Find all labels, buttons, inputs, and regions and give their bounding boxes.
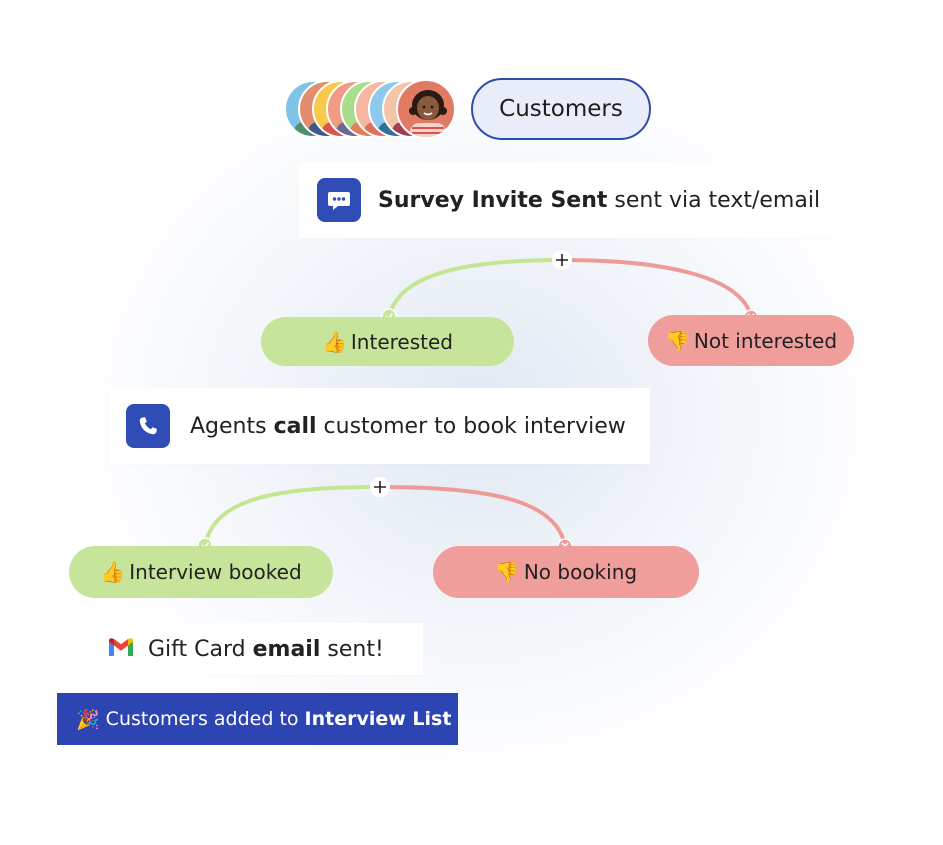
gift-card-email-card: Gift Card email sent! bbox=[92, 623, 423, 675]
party-popper-icon: 🎉 bbox=[76, 708, 100, 731]
no-booking-label: No booking bbox=[523, 560, 638, 584]
not-interested-label: Not interested bbox=[693, 328, 838, 353]
agent-call-text-bold: call bbox=[273, 413, 317, 439]
thumbs-up-icon: 👍 bbox=[322, 329, 347, 354]
banner-text: Customers added to bbox=[105, 708, 299, 730]
phone-icon bbox=[126, 404, 170, 448]
interested-pill[interactable]: 👍 Interested bbox=[261, 317, 514, 366]
avatar bbox=[396, 79, 456, 139]
gift-card-text-start: Gift Card bbox=[148, 636, 253, 662]
no-booking-pill[interactable]: 👎 No booking bbox=[433, 546, 699, 598]
survey-invite-card: Survey Invite Sent sent via text/email bbox=[299, 162, 839, 238]
banner-list-name: Interview List bbox=[304, 708, 452, 730]
interview-booked-pill[interactable]: 👍 Interview booked bbox=[69, 546, 333, 598]
agent-call-text: Agents call customer to book interview bbox=[190, 414, 626, 439]
interested-label: Interested bbox=[350, 329, 453, 354]
gift-card-text: Gift Card email sent! bbox=[148, 637, 384, 662]
gift-card-text-end: sent! bbox=[320, 636, 384, 662]
branch1-negative-line bbox=[561, 258, 753, 317]
gift-card-text-bold: email bbox=[252, 636, 321, 662]
branch1-plus-node bbox=[552, 250, 572, 270]
branch2-plus-node bbox=[370, 477, 390, 497]
branch2-negative-line bbox=[379, 485, 567, 546]
interview-list-banner: 🎉 Customers added to Interview List bbox=[57, 693, 458, 745]
agent-call-card: Agents call customer to book interview bbox=[109, 388, 650, 464]
plus-icon bbox=[556, 254, 568, 266]
customers-label: Customers bbox=[499, 96, 623, 122]
agent-call-text-end: customer to book interview bbox=[316, 413, 626, 439]
agent-call-text-start: Agents bbox=[190, 413, 274, 439]
gmail-icon bbox=[107, 636, 135, 662]
customer-avatar-stack bbox=[284, 79, 456, 140]
thumbs-up-icon: 👍 bbox=[100, 560, 126, 584]
thumbs-down-icon: 👎 bbox=[664, 328, 690, 353]
branch2-positive-line bbox=[203, 485, 381, 546]
branch1-positive-line bbox=[387, 258, 563, 317]
not-interested-pill[interactable]: 👎 Not interested bbox=[648, 315, 854, 366]
thumbs-down-icon: 👎 bbox=[494, 560, 520, 584]
survey-invite-detail: sent via text/email bbox=[607, 187, 821, 213]
customers-pill[interactable]: Customers bbox=[471, 78, 651, 140]
survey-invite-text: Survey Invite Sent sent via text/email bbox=[378, 188, 820, 213]
chat-bubble-icon bbox=[317, 178, 361, 222]
survey-invite-title: Survey Invite Sent bbox=[378, 187, 608, 213]
interview-booked-label: Interview booked bbox=[129, 560, 302, 584]
plus-icon bbox=[374, 481, 386, 493]
